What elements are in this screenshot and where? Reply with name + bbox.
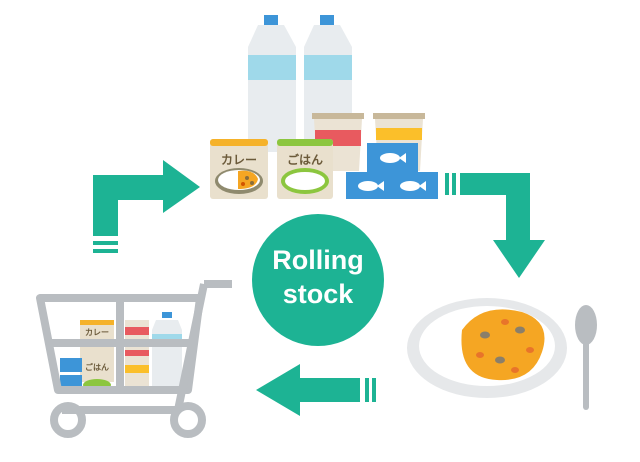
- center-circle: [252, 214, 384, 346]
- curry-plate: [407, 298, 567, 398]
- rice-pack: ごはん: [277, 139, 333, 199]
- center-line1: Rolling: [272, 245, 364, 275]
- curry-label: カレー: [221, 153, 257, 167]
- arrow-cart-to-stock: [93, 160, 200, 253]
- curry-pack: カレー: [210, 139, 268, 199]
- cart-curry-label: カレー: [85, 328, 109, 337]
- shopping-cart-icon: [36, 280, 232, 438]
- center-label: Rolling stock: [253, 243, 383, 311]
- rice-label: ごはん: [287, 152, 323, 167]
- arrow-stock-to-meal: [445, 173, 545, 278]
- instant-cups: [312, 113, 425, 171]
- spoon-icon: [575, 305, 597, 410]
- cart-contents: カレー ごはん: [60, 312, 182, 391]
- cart-rice-label: ごはん: [85, 362, 109, 372]
- center-line2: stock: [282, 279, 354, 309]
- fish-cans: [346, 143, 438, 199]
- arrow-meal-to-cart: [256, 364, 376, 416]
